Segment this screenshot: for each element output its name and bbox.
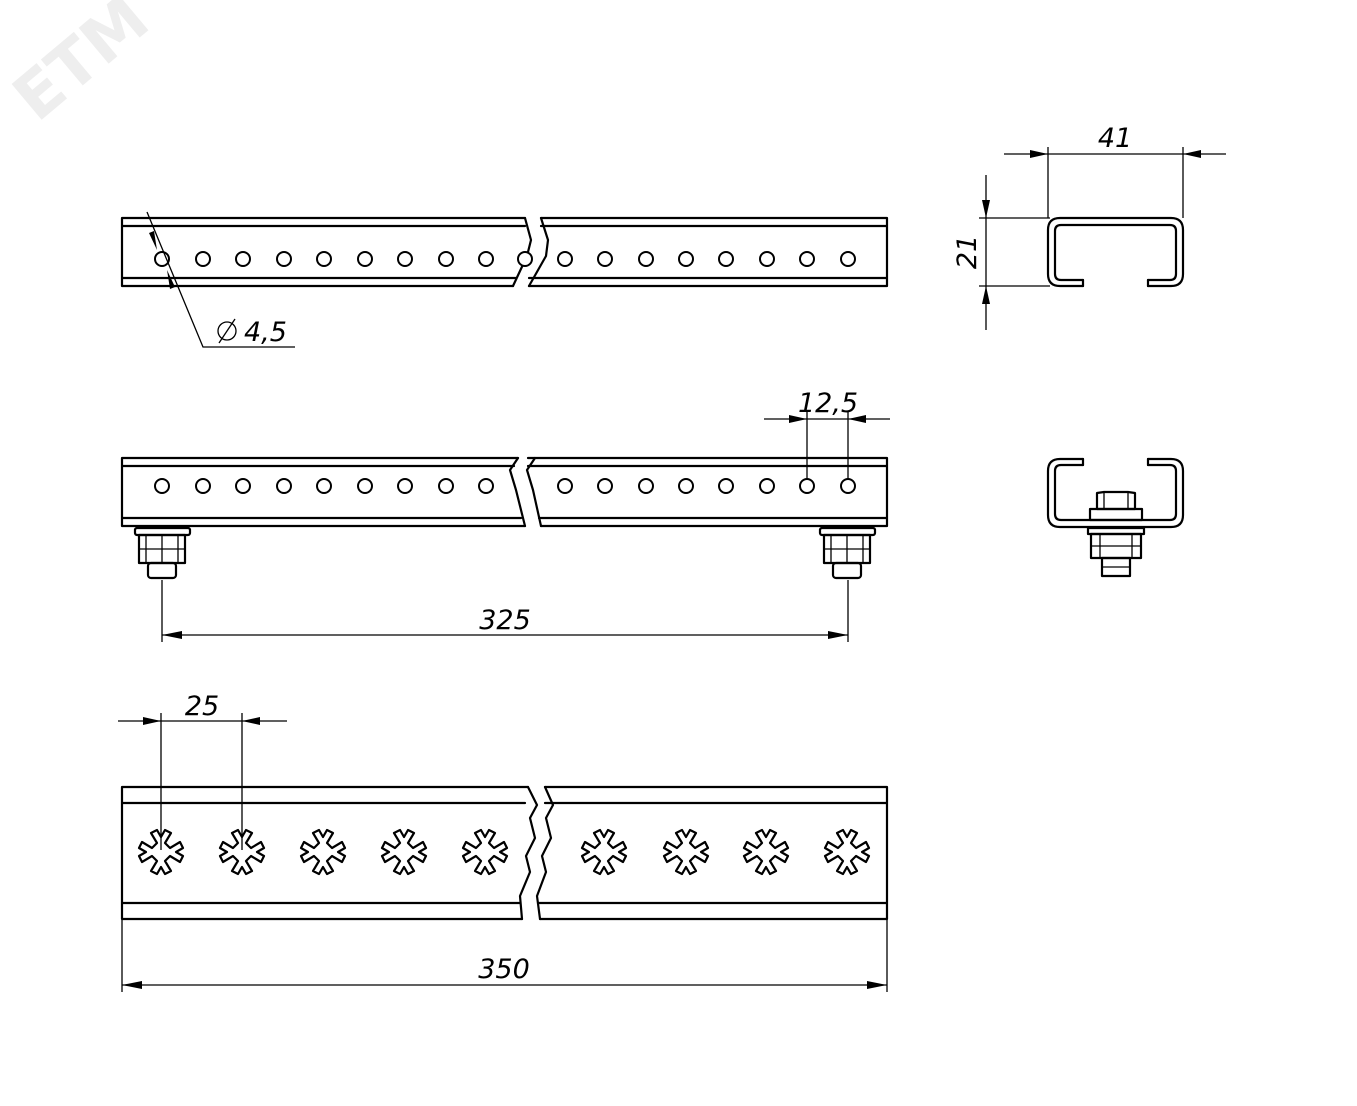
diameter-symbol-icon	[217, 321, 237, 341]
round-hole	[478, 478, 494, 494]
cross-hole	[461, 828, 509, 876]
round-hole	[397, 251, 413, 267]
round-hole	[759, 251, 775, 267]
diameter-arrow-1	[149, 231, 157, 250]
rail-bolted-holes	[154, 478, 856, 494]
cross-hole	[218, 828, 266, 876]
round-hole	[438, 251, 454, 267]
cross-hole	[299, 828, 347, 876]
diameter-arrow-2	[167, 270, 175, 289]
rail-top-right-outline	[527, 216, 889, 288]
round-hole	[195, 478, 211, 494]
round-hole	[759, 478, 775, 494]
round-hole	[597, 251, 613, 267]
cross-hole	[380, 828, 428, 876]
rail-cross-break-line	[518, 785, 555, 921]
round-hole	[195, 251, 211, 267]
round-hole	[840, 251, 856, 267]
cross-hole	[662, 828, 710, 876]
round-hole	[397, 478, 413, 494]
round-hole	[799, 251, 815, 267]
round-hole	[235, 478, 251, 494]
rail-top-holes	[154, 251, 856, 267]
round-hole	[276, 478, 292, 494]
diameter-label: 4,5	[244, 317, 287, 348]
profile-lip-ends	[1081, 278, 1150, 288]
height-dimension: 21	[952, 175, 1050, 330]
round-hole	[840, 478, 856, 494]
round-hole	[357, 478, 373, 494]
round-hole	[316, 251, 332, 267]
profile-bolted-lip-ends	[1081, 457, 1150, 467]
total-length-dimension: 350	[121, 920, 888, 992]
pitch-label: 12,5	[798, 388, 858, 419]
round-hole	[718, 251, 734, 267]
round-hole	[478, 251, 494, 267]
watermark-logo: ETM	[0, 0, 163, 136]
cross-pitch-label: 25	[185, 691, 219, 722]
rail-top-left-outline	[120, 216, 527, 288]
rail-bolted-break-line	[508, 456, 543, 528]
round-hole	[638, 478, 654, 494]
round-hole	[638, 251, 654, 267]
cross-hole	[580, 828, 628, 876]
rail-bolted-right-outline	[526, 456, 889, 528]
rail-top-view	[120, 216, 889, 288]
pitch-dimension: 12,5	[764, 388, 890, 480]
profile-outer-outline	[1046, 216, 1185, 288]
bolt-right	[818, 526, 877, 580]
diameter-symbol-slash	[218, 318, 236, 344]
round-hole	[799, 478, 815, 494]
cross-hole	[137, 828, 185, 876]
bolt-spacing-label: 325	[479, 605, 531, 636]
diameter-leader-line	[146, 211, 295, 348]
rail-top-break-line	[511, 216, 550, 288]
rail-bolted-left-outline	[120, 456, 527, 528]
round-hole	[678, 478, 694, 494]
round-hole	[557, 251, 573, 267]
profile-bolted-view	[1046, 457, 1185, 578]
rail-cross-holes	[137, 828, 871, 876]
round-hole	[154, 478, 170, 494]
watermark-text: ETM	[0, 0, 163, 136]
rail-cross-right-outline	[536, 785, 889, 921]
round-hole	[597, 478, 613, 494]
profile-inner-outline	[1053, 223, 1178, 282]
diameter-dimension: 4,5	[146, 211, 295, 348]
round-hole	[357, 251, 373, 267]
rail-cross-left-outline	[120, 785, 530, 921]
cross-hole	[742, 828, 790, 876]
cross-pitch-dimension: 25	[118, 691, 287, 850]
round-hole	[438, 478, 454, 494]
bolt-spacing-dimension: 325	[161, 580, 849, 642]
width-label: 41	[1098, 123, 1132, 154]
profile-section-view	[1046, 216, 1185, 288]
rail-bolted-view	[120, 456, 889, 580]
cross-hole	[823, 828, 871, 876]
round-hole	[718, 478, 734, 494]
round-hole	[316, 478, 332, 494]
width-dimension: 41	[1004, 123, 1226, 218]
round-hole	[678, 251, 694, 267]
round-hole	[517, 251, 533, 267]
round-hole	[235, 251, 251, 267]
height-label: 21	[952, 235, 983, 269]
bolt-left	[133, 526, 192, 580]
rail-cross-view	[120, 785, 889, 921]
round-hole	[276, 251, 292, 267]
total-length-label: 350	[478, 954, 530, 985]
bolt-end-view	[1086, 490, 1146, 578]
round-hole	[557, 478, 573, 494]
